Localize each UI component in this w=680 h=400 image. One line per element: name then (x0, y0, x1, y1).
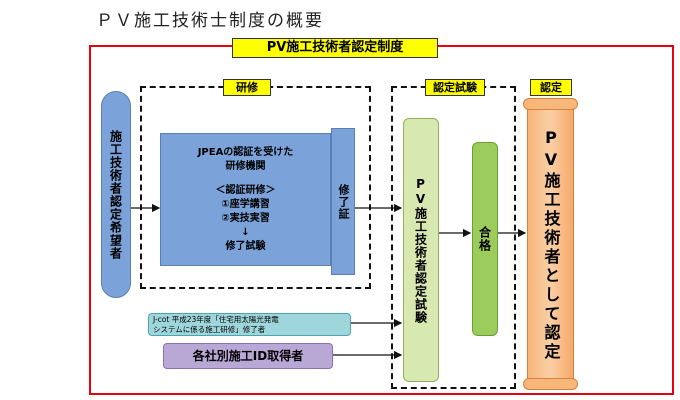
org-line2: 研修機関 (225, 161, 266, 172)
program-item-exam: 修了試験 (225, 241, 266, 252)
exam-label: 認定試験 (425, 79, 485, 96)
jcot-line2: システムに係る施工研修」修了者 (153, 325, 266, 334)
program-item-practical: ②実技実習 (221, 213, 270, 224)
program-item-lecture: ①座学講習 (221, 199, 270, 210)
certificate-box: 修了証 (331, 128, 355, 275)
company-id-holders-box: 各社別施工ID取得者 (163, 343, 333, 369)
jcot-graduates-box: J-cot 平成23年度「住宅用太陽光発電 システムに係る施工研修」修了者 (148, 313, 351, 336)
page-title: ＰＶ施工技術士制度の概要 (96, 11, 324, 31)
scroll-top-roll (523, 98, 578, 110)
pass-box: 合格 (472, 142, 498, 336)
pass-text: 合格 (477, 226, 492, 252)
certificate-text: 修了証 (337, 183, 350, 220)
scroll-bottom-roll (523, 378, 578, 390)
training-organization-box: JPEAの認証を受けた 研修機関 ＜認証研修＞ ①座学講習 ②実技実習 ↓ 修了… (160, 133, 331, 266)
certified-scroll: PV施工技術者として認定 (527, 104, 574, 385)
applicant-text: 施工技術者認定希望者 (108, 129, 123, 260)
exam-text: PV施工技術者認定試験 (413, 176, 428, 324)
certification-label: 認定 (530, 79, 572, 96)
certification-exam-box: PV施工技術者認定試験 (403, 118, 439, 382)
system-label: PV施工技術者認定制度 (232, 38, 438, 58)
down-arrow-icon: ↓ (241, 227, 250, 238)
jcot-line1: J-cot 平成23年度「住宅用太陽光発電 (153, 315, 279, 324)
training-label: 研修 (223, 79, 271, 96)
org-line1: JPEAの認証を受けた (197, 147, 294, 158)
applicant-box: 施工技術者認定希望者 (101, 91, 131, 298)
program-title: ＜認証研修＞ (215, 185, 276, 196)
certified-text: PV施工技術者として認定 (541, 127, 561, 362)
